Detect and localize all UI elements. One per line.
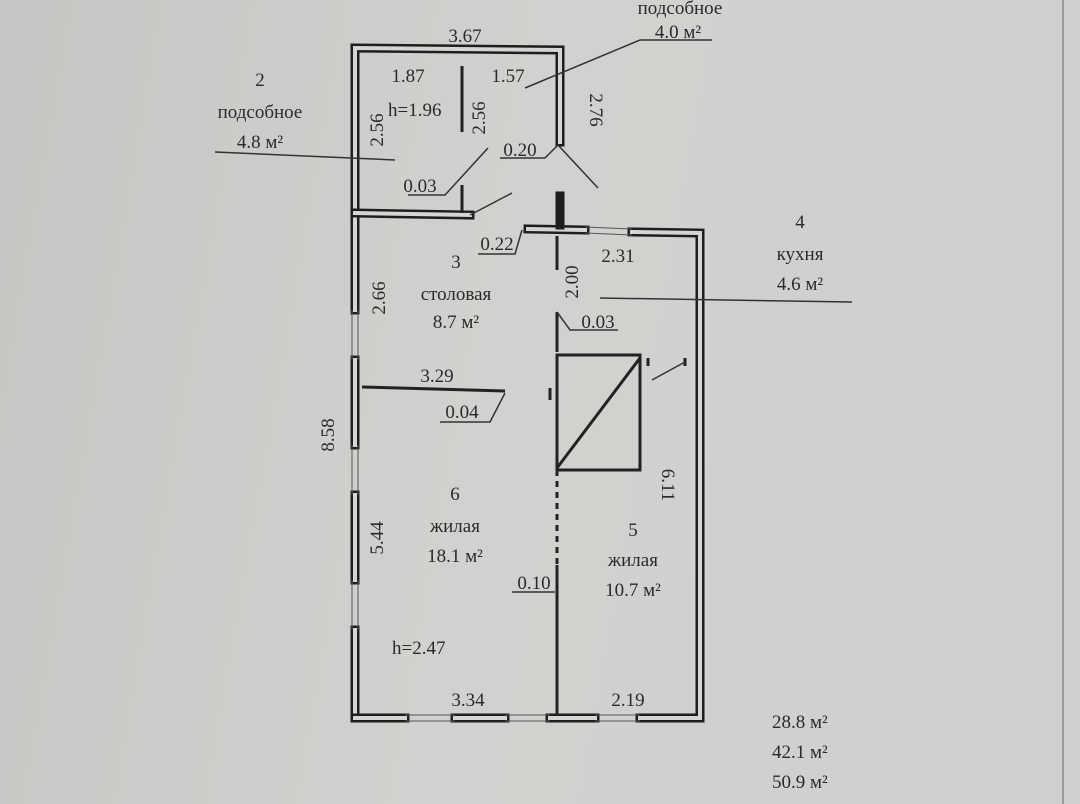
- room-4-name: кухня: [777, 244, 824, 265]
- windows: [351, 226, 640, 722]
- partitions: [361, 66, 687, 716]
- room-3-number: 3: [451, 252, 461, 273]
- dimension-labels: 3.67 1.87 1.57 h=1.96 2.56 2.56 2.76 0.2…: [318, 26, 678, 711]
- total-area-3: 50.9 м²: [772, 772, 828, 793]
- room-1-name: подсобное: [638, 0, 723, 19]
- dim-0-04: 0.04: [445, 402, 479, 423]
- dim-0-20: 0.20: [503, 140, 536, 161]
- dim-8-58: 8.58: [318, 418, 339, 451]
- room-6-number: 6: [450, 484, 460, 505]
- dim-6-11: 6.11: [657, 469, 678, 502]
- dim-1-57: 1.57: [491, 66, 524, 87]
- stove: [555, 353, 642, 472]
- room-5-area: 10.7 м²: [605, 580, 661, 601]
- dim-2-31: 2.31: [601, 246, 634, 267]
- dim-2-66: 2.66: [369, 281, 390, 314]
- dim-3-34: 3.34: [451, 690, 485, 711]
- dim-0-03-upper: 0.03: [403, 176, 436, 197]
- room-6-name: жилая: [429, 516, 480, 537]
- room-6-area: 18.1 м²: [427, 546, 483, 567]
- room-2-number: 2: [255, 70, 265, 91]
- leader-lines: [214, 39, 853, 593]
- dim-2-76: 2.76: [585, 93, 606, 126]
- room-2-area: 4.8 м²: [237, 132, 284, 153]
- room-5-name: жилая: [607, 550, 658, 571]
- room-4-number: 4: [795, 212, 805, 233]
- total-area-1: 28.8 м²: [772, 712, 828, 733]
- dim-top-total: 3.67: [448, 26, 481, 47]
- sheet-border: [1062, 0, 1064, 804]
- dim-2-00: 2.00: [562, 265, 583, 298]
- walls: [350, 43, 705, 723]
- dim-2-56-mid: 2.56: [469, 101, 490, 134]
- total-area-2: 42.1 м²: [772, 742, 828, 763]
- area-totals: 28.8 м² 42.1 м² 50.9 м²: [772, 712, 828, 793]
- dim-3-29: 3.29: [420, 366, 453, 387]
- room-labels: подсобное 4.0 м² 2 подсобное 4.8 м² 3 ст…: [218, 0, 824, 601]
- room-1-area: 4.0 м²: [655, 22, 702, 43]
- dim-0-03-lower: 0.03: [581, 312, 614, 333]
- dim-0-10: 0.10: [517, 573, 550, 594]
- dim-0-22: 0.22: [480, 234, 513, 255]
- dim-height-upper: h=1.96: [388, 100, 441, 121]
- dim-2-56-left: 2.56: [367, 113, 388, 146]
- dim-height-main: h=2.47: [392, 638, 445, 659]
- room-3-area: 8.7 м²: [433, 312, 480, 333]
- dim-1-87: 1.87: [391, 66, 424, 87]
- room-4-area: 4.6 м²: [777, 274, 824, 295]
- room-2-name: подсобное: [218, 102, 303, 123]
- room-3-name: столовая: [421, 284, 492, 305]
- dim-5-44: 5.44: [367, 521, 388, 555]
- dim-2-19: 2.19: [611, 690, 644, 711]
- room-5-number: 5: [628, 520, 638, 541]
